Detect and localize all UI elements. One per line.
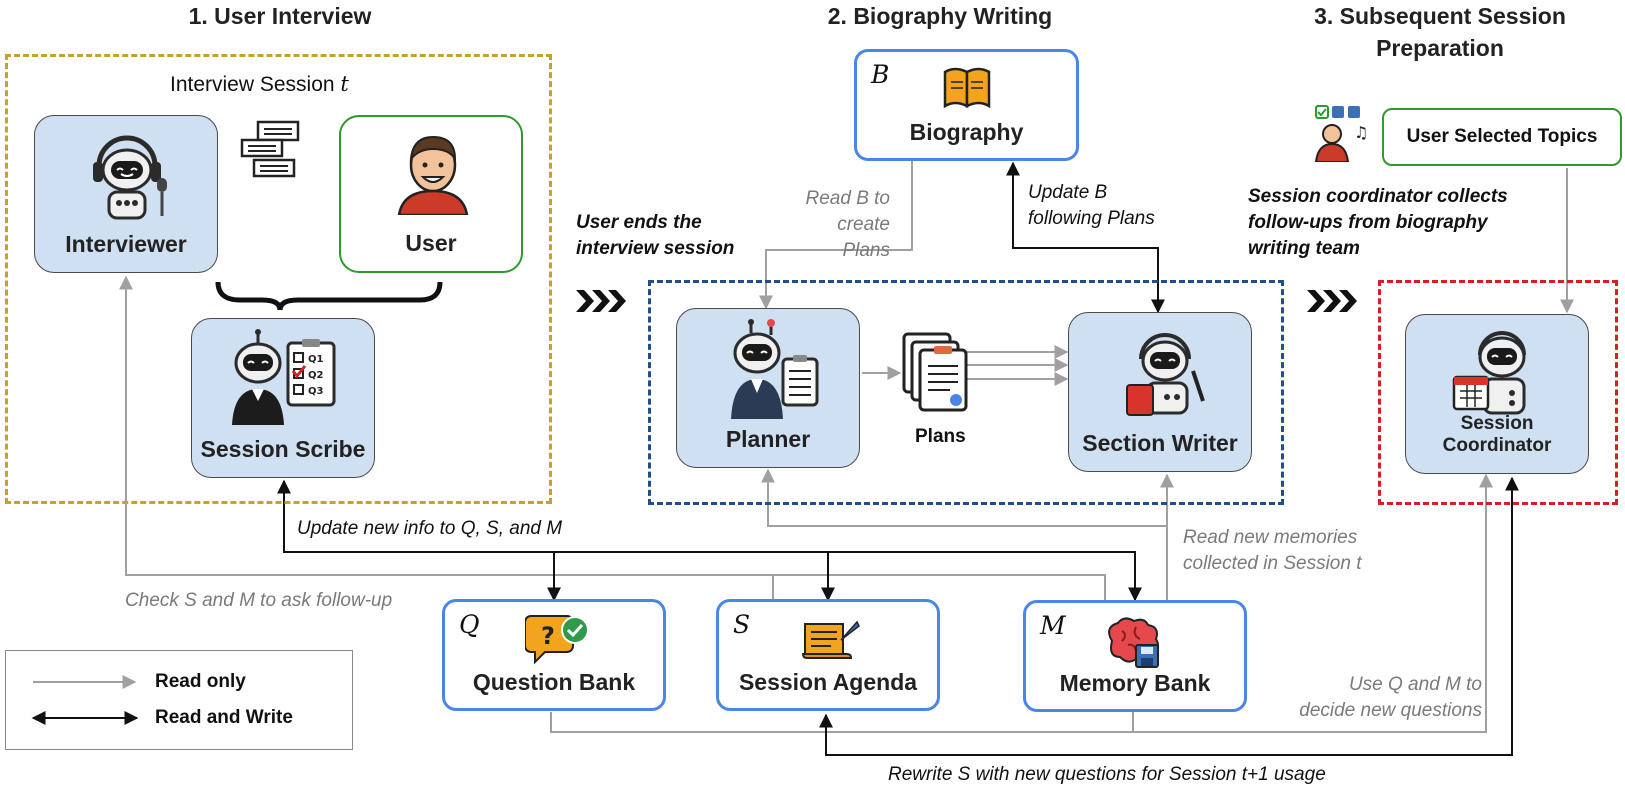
header-user-interview: 1. User Interview bbox=[188, 3, 372, 29]
session-coordinator-line1: Session bbox=[1460, 413, 1534, 434]
question-bank-box[interactable]: Q ? Question Bank bbox=[442, 599, 666, 711]
svg-text:Q1: Q1 bbox=[308, 354, 324, 365]
memory-bank-symbol: M bbox=[1040, 611, 1066, 640]
user-box[interactable]: User bbox=[339, 115, 523, 273]
interview-session-prefix: Interview Session bbox=[170, 73, 341, 96]
use-q-m-line2: decide new questions bbox=[1299, 700, 1482, 721]
svg-text:Q2: Q2 bbox=[308, 370, 324, 381]
scroll-quill-icon bbox=[801, 620, 860, 659]
update-new-info-note: Update new info to Q, S, and M bbox=[297, 518, 563, 539]
user-selected-topics-box[interactable]: User Selected Topics bbox=[1382, 108, 1622, 166]
read-b-line1: Read B to bbox=[805, 188, 891, 209]
coordinator-note-line3: writing team bbox=[1248, 238, 1360, 259]
document-stack-icon bbox=[902, 332, 968, 412]
interview-session-var: t bbox=[340, 72, 349, 96]
svg-text:Q3: Q3 bbox=[308, 386, 324, 397]
question-bubble-check-icon: ? bbox=[525, 615, 589, 665]
robot-pen-icon bbox=[1126, 333, 1205, 416]
legend-read-write-label: Read and Write bbox=[155, 707, 293, 728]
read-new-memories-note: Read new memories collected in Session t bbox=[1183, 525, 1362, 577]
use-q-m-note: Use Q and M to decide new questions bbox=[1270, 672, 1482, 724]
session-coordinator-line2: Coordinator bbox=[1442, 435, 1552, 456]
read-new-memories-line2: collected in Session t bbox=[1183, 553, 1362, 574]
read-b-line2: create Plans bbox=[837, 214, 890, 261]
robot-checklist-icon: Q1 Q2 Q3 bbox=[232, 329, 336, 425]
legend-box bbox=[5, 650, 353, 750]
plans-label: Plans bbox=[915, 426, 966, 447]
person-face-icon bbox=[397, 135, 469, 215]
user-ends-line1: User ends the bbox=[576, 212, 702, 233]
brain-disk-icon bbox=[1108, 617, 1159, 668]
memory-bank-label: Memory Bank bbox=[1059, 670, 1211, 696]
user-ends-note: User ends the interview session bbox=[576, 210, 734, 262]
use-q-m-line1: Use Q and M to bbox=[1348, 674, 1482, 695]
update-b-line1: Update B bbox=[1028, 182, 1108, 203]
biography-label: Biography bbox=[909, 119, 1024, 145]
session-coordinator-agent[interactable]: Session Coordinator bbox=[1405, 314, 1589, 474]
interview-session-label: Interview Session t bbox=[170, 72, 349, 97]
session-scribe-label: Session Scribe bbox=[200, 436, 366, 462]
robot-calendar-icon bbox=[1452, 331, 1526, 415]
section-writer-agent[interactable]: Section Writer bbox=[1068, 312, 1252, 472]
read-b-note: Read B to create Plans bbox=[797, 186, 891, 264]
header-preparation: 3. Subsequent Session Preparation bbox=[1310, 0, 1570, 64]
header-biography-writing: 2. Biography Writing bbox=[827, 3, 1053, 29]
person-topics-icon: ♫ bbox=[1314, 105, 1368, 162]
user-selected-topics-label: User Selected Topics bbox=[1406, 126, 1598, 147]
session-agenda-label: Session Agenda bbox=[738, 669, 918, 695]
writing-group-box bbox=[648, 280, 1284, 505]
coordinator-note-line1: Session coordinator collects bbox=[1248, 186, 1508, 207]
section-writer-label: Section Writer bbox=[1082, 430, 1238, 456]
update-b-line2: following Plans bbox=[1028, 208, 1155, 229]
rewrite-s-line bbox=[819, 476, 1519, 756]
chevrons-right-icon-2 bbox=[1307, 290, 1357, 312]
coordinator-note-line2: follow-ups from biography bbox=[1248, 212, 1488, 233]
read-b-line bbox=[759, 160, 913, 310]
interviewer-agent[interactable]: Interviewer bbox=[34, 115, 218, 273]
legend-read-only-label: Read only bbox=[155, 671, 246, 692]
chat-bubbles-icon bbox=[240, 120, 300, 178]
session-agenda-box[interactable]: S Session Agenda bbox=[716, 599, 940, 711]
biography-box[interactable]: B Biography bbox=[854, 49, 1079, 161]
group-brace bbox=[215, 281, 443, 311]
session-agenda-symbol: S bbox=[733, 610, 751, 639]
user-ends-line2: interview session bbox=[576, 238, 735, 259]
chevrons-right-icon bbox=[576, 290, 626, 312]
question-bank-label: Question Bank bbox=[472, 669, 636, 695]
coordinator-note: Session coordinator collects follow-ups … bbox=[1248, 184, 1508, 262]
planner-agent[interactable]: Planner bbox=[676, 308, 860, 468]
svg-text:?: ? bbox=[541, 622, 555, 650]
rewrite-s-note: Rewrite S with new questions for Session… bbox=[888, 764, 1326, 785]
header-preparation-line2: Preparation bbox=[1376, 35, 1504, 61]
svg-text:♫: ♫ bbox=[1354, 123, 1368, 142]
memory-bank-box[interactable]: M Memory Bank bbox=[1023, 600, 1247, 712]
interview-group-box bbox=[5, 54, 552, 504]
planner-label: Planner bbox=[725, 426, 811, 452]
robot-microphone-icon bbox=[93, 135, 167, 220]
open-book-icon bbox=[943, 67, 991, 109]
question-bank-symbol: Q bbox=[459, 610, 480, 639]
session-coordinator-label: Session Coordinator bbox=[1406, 413, 1588, 457]
preparation-group-box bbox=[1378, 280, 1618, 505]
check-s-m-note: Check S and M to ask follow-up bbox=[125, 590, 393, 611]
interviewer-label: Interviewer bbox=[65, 231, 187, 257]
header-preparation-line1: 3. Subsequent Session bbox=[1314, 3, 1566, 29]
read-new-memories-line1: Read new memories bbox=[1183, 527, 1358, 548]
session-scribe-agent[interactable]: Q1 Q2 Q3 Session Scribe bbox=[191, 318, 375, 478]
user-label: User bbox=[405, 230, 457, 256]
robot-clipboard-icon bbox=[731, 319, 819, 419]
biography-symbol: B bbox=[871, 60, 890, 89]
update-b-note: Update B following Plans bbox=[1028, 180, 1155, 232]
